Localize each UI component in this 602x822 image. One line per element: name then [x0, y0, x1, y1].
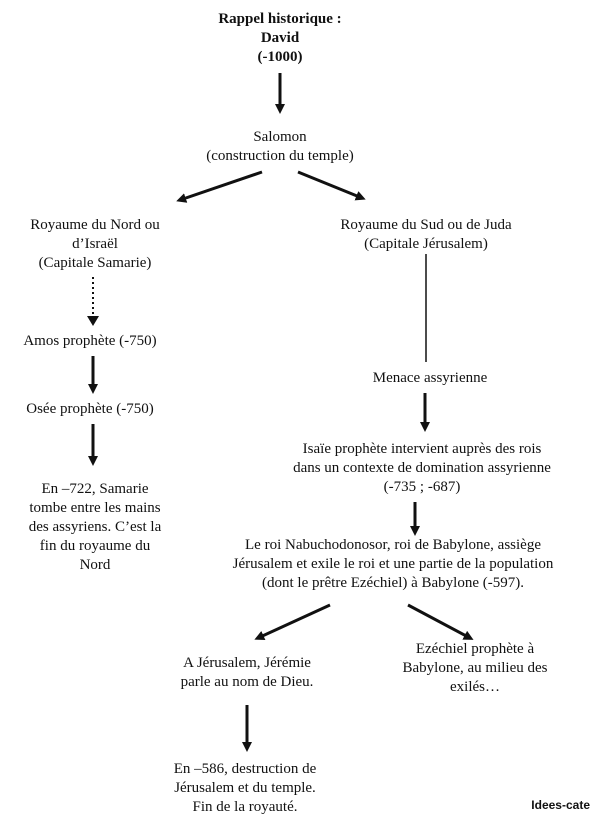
text-line: Le roi Nabuchodonosor, roi de Babylone, … [245, 537, 541, 553]
text-line: Royaume du Nord ou [30, 217, 160, 233]
node-fin-royaume-nord: En –722, Samarie tombe entre les mains d… [10, 480, 180, 575]
text-line: (construction du temple) [206, 148, 354, 164]
text-line: Babylone, au milieu des [402, 660, 548, 676]
text-line: Osée prophète (-750) [26, 401, 154, 417]
node-osee: Osée prophète (-750) [5, 400, 175, 419]
text-line: En –586, destruction de [173, 761, 317, 777]
watermark: Idees-cate [531, 798, 590, 812]
arrow-nabu-ezechiel [407, 603, 474, 640]
text-line: En –722, Samarie [41, 481, 149, 497]
arrow-nabu-jeremie [254, 603, 331, 641]
node-jeremie: A Jérusalem, Jérémie parle au nom de Die… [152, 654, 342, 692]
text-line: Amos prophète (-750) [23, 333, 157, 349]
text-line: des assyriens. C’est la [28, 519, 162, 535]
node-amos: Amos prophète (-750) [0, 332, 180, 351]
text-line: (-1000) [257, 49, 303, 65]
node-royaume-nord: Royaume du Nord ou d’Israël (Capitale Sa… [5, 216, 185, 273]
text-line: Isaïe prophète intervient auprès des roi… [302, 441, 542, 457]
text-line: Ezéchiel prophète à [415, 641, 535, 657]
text-line: Royaume du Sud ou de Juda [340, 217, 512, 233]
text-line: Nord [79, 557, 111, 573]
arrow-salomon-sud [297, 170, 366, 201]
dotted-arrowhead [87, 316, 99, 326]
text-line: Salomon [253, 129, 307, 145]
node-menace-assyrienne: Menace assyrienne [350, 369, 510, 388]
text-line: parle au nom de Dieu. [180, 674, 314, 690]
text-line: Menace assyrienne [372, 370, 488, 386]
text-line: A Jérusalem, Jérémie [183, 655, 311, 671]
text-line: exilés… [450, 679, 500, 695]
node-ezechiel: Ezéchiel prophète à Babylone, au milieu … [380, 640, 570, 697]
node-nabuchodonosor: Le roi Nabuchodonosor, roi de Babylone, … [188, 536, 598, 593]
text-line: (Capitale Jérusalem) [364, 236, 488, 252]
text-line: fin du royaume du [39, 538, 151, 554]
node-royaume-sud: Royaume du Sud ou de Juda (Capitale Jéru… [310, 216, 542, 254]
text-line: Rappel historique : [218, 11, 342, 27]
arrow-salomon-nord [176, 170, 263, 203]
text-line: (dont le prêtre Ezéchiel) à Babylone (-5… [262, 575, 524, 591]
node-rappel-david: Rappel historique : David (-1000) [180, 10, 380, 67]
text-line: (-735 ; -687) [383, 479, 461, 495]
text-line: Fin de la royauté. [192, 799, 298, 815]
node-isaie: Isaïe prophète intervient auprès des roi… [272, 440, 572, 497]
text-line: (Capitale Samarie) [38, 255, 152, 271]
text-line: Jérusalem et exile le roi et une partie … [232, 556, 554, 572]
text-line: dans un contexte de domination assyrienn… [293, 460, 551, 476]
text-line: Jérusalem et du temple. [174, 780, 316, 796]
node-destruction: En –586, destruction de Jérusalem et du … [140, 760, 350, 817]
text-line: d’Israël [72, 236, 118, 252]
node-salomon: Salomon (construction du temple) [170, 128, 390, 166]
text-line: tombe entre les mains [29, 500, 161, 516]
text-line: David [260, 30, 300, 46]
